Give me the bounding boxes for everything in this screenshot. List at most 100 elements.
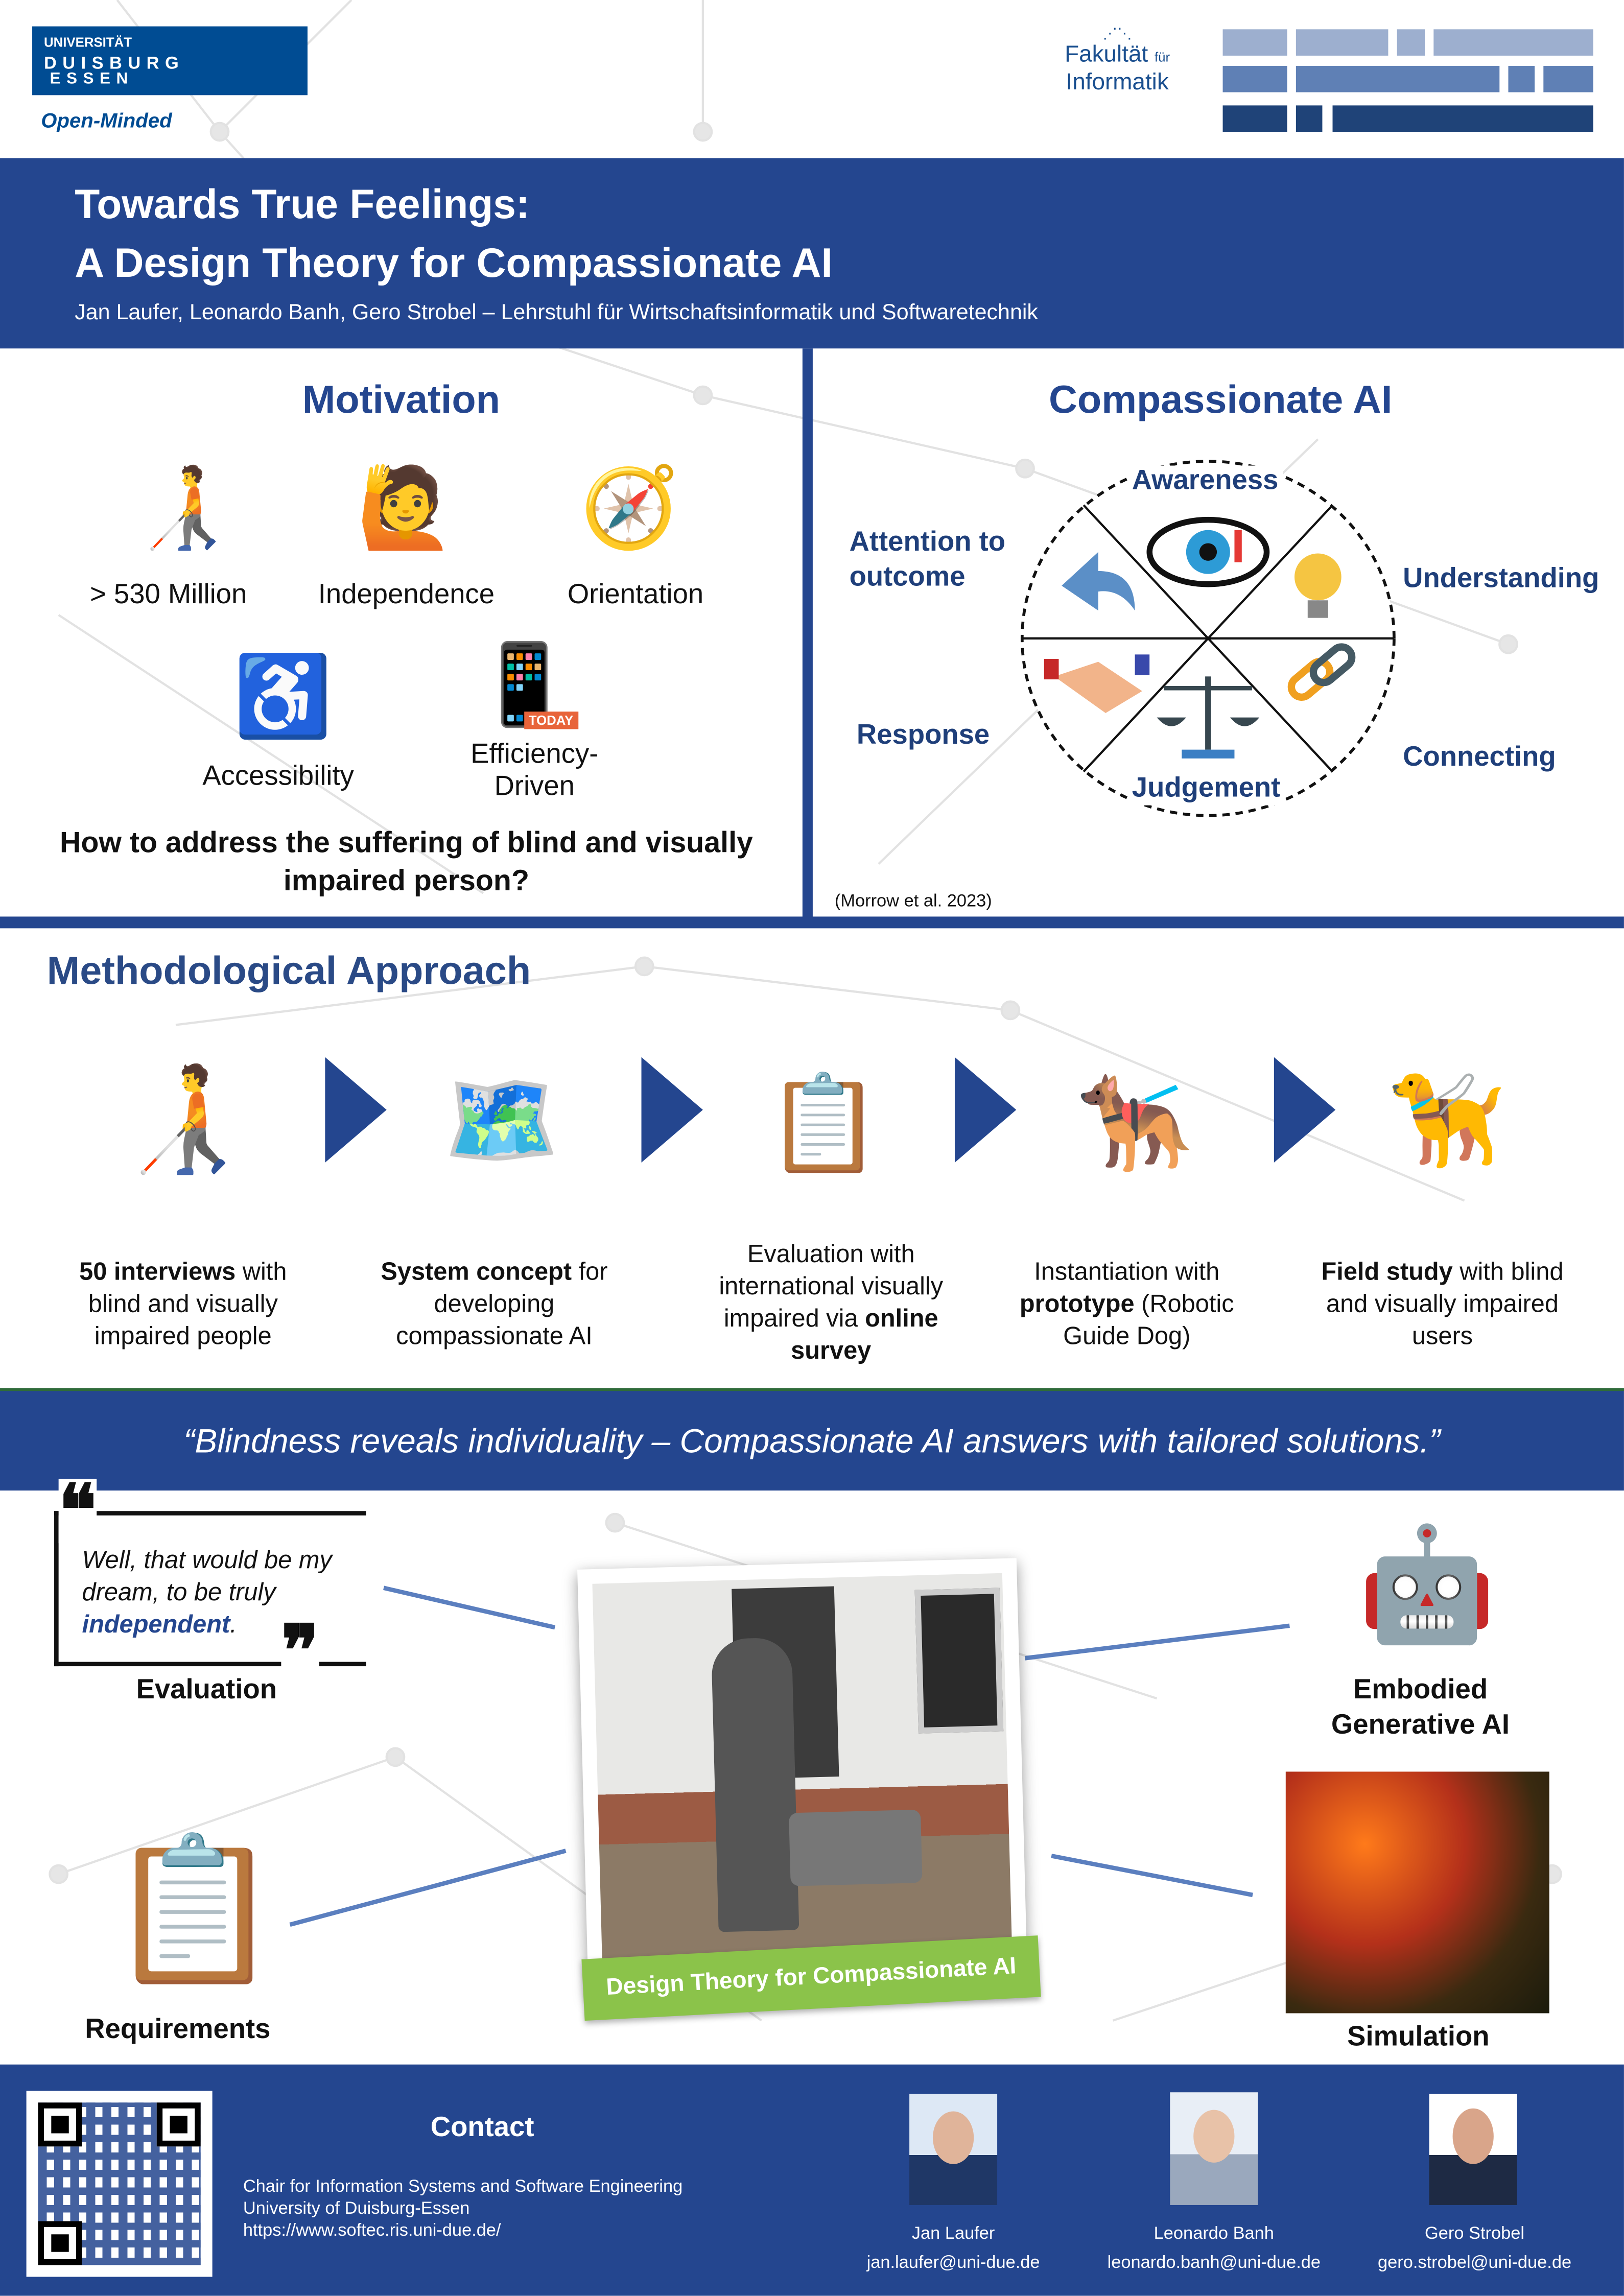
segment-connecting: Connecting: [1403, 742, 1556, 773]
motivation-item: Orientation: [567, 580, 704, 611]
step-text: with blind and visually impaired users: [1326, 1258, 1564, 1350]
logo-tagline: Open-Minded: [41, 108, 172, 132]
person-card: Gero Strobel gero.strobel@uni-due.de: [1356, 2218, 1593, 2277]
contact-details: Chair for Information Systems and Softwa…: [243, 2176, 682, 2242]
title-line2: A Design Theory for Compassionate AI: [75, 240, 833, 286]
person-card: Leonardo Banh leonardo.banh@uni-due.de: [1090, 2218, 1338, 2277]
simulation-image: [1285, 1771, 1549, 2014]
quote-banner: “Blindness reveals individuality – Compa…: [0, 1388, 1624, 1491]
quote-emphasis: independent: [82, 1611, 230, 1639]
step-arrow: [325, 1057, 387, 1163]
compassionate-heading: Compassionate AI: [1049, 377, 1393, 422]
method-step-3: Evaluation with international visually i…: [710, 1239, 952, 1367]
faculty-line1: Fakultät: [1065, 42, 1148, 67]
person-card: Jan Laufer jan.laufer@uni-due.de: [836, 2218, 1071, 2277]
person-email[interactable]: leonardo.banh@uni-due.de: [1107, 2252, 1321, 2273]
method-step-5: Field study with blind and visually impa…: [1318, 1256, 1567, 1353]
chain-link-icon: [1287, 643, 1356, 701]
motivation-heading: Motivation: [302, 377, 500, 422]
step-bold: 50 interviews: [79, 1258, 236, 1286]
requirements-label: Requirements: [85, 2015, 271, 2046]
logo-line1: UNIVERSITÄT: [43, 35, 132, 50]
avatar-gero-strobel: [1429, 2094, 1517, 2205]
footer: Contact Chair for Information Systems an…: [0, 2064, 1624, 2296]
motivation-item: Accessibility: [202, 761, 354, 792]
step-text: with blind and visually impaired people: [88, 1258, 287, 1350]
motivation-item: Efficiency-Driven: [470, 739, 599, 802]
step-text: (Robotic Guide Dog): [1063, 1290, 1234, 1350]
compassion-wheel: [1020, 460, 1396, 817]
requirements-clipboard-icon: 📋: [106, 1831, 282, 1989]
method-step-2: System concept for developing compassion…: [359, 1256, 629, 1353]
chair-logo-bars: [1222, 29, 1593, 132]
authors: Jan Laufer, Leonardo Banh, Gero Strobel …: [75, 300, 1038, 325]
today-badge: TODAY: [524, 712, 578, 729]
accessibility-icon: ♿: [233, 652, 332, 741]
contact-heading: Contact: [430, 2113, 534, 2144]
person-name: Leonardo Banh: [1154, 2222, 1274, 2243]
segment-understanding: Understanding: [1403, 563, 1599, 595]
blind-with-robot-dog-icon: 🦮: [1388, 1067, 1505, 1172]
segment-response: Response: [856, 720, 990, 751]
step-bold: Field study: [1321, 1258, 1453, 1286]
step-text: for developing compassionate AI: [396, 1258, 608, 1350]
motivation-item: > 530 Million: [89, 580, 247, 611]
robot-and-person-icon: 🤖: [1357, 1523, 1497, 1647]
step-text: Evaluation with international visually i…: [719, 1240, 944, 1333]
university-name: University of Duisburg-Essen: [243, 2197, 470, 2218]
avatar-leonardo-banh: [1170, 2092, 1258, 2205]
vertical-divider: [802, 348, 813, 920]
method-step-1: 50 interviews with blind and visually im…: [51, 1256, 315, 1353]
step-bold: System concept: [381, 1258, 572, 1286]
close-quote-icon: ❞: [281, 1611, 319, 1693]
horizontal-divider: [0, 916, 1624, 929]
interview-icon: 🧑‍🦯: [119, 1061, 247, 1176]
segment-awareness: Awareness: [1127, 465, 1283, 498]
website-link[interactable]: https://www.softec.ris.uni-due.de/: [243, 2219, 501, 2240]
eye-icon: [1146, 516, 1270, 587]
citation: (Morrow et al. 2023): [834, 890, 992, 911]
compass-person-icon: 🧭: [580, 464, 679, 552]
lightbulb-icon: [1294, 553, 1341, 618]
university-logo: UNIVERSITÄT DUISBURG ESSEN: [32, 26, 308, 96]
photo-image: [592, 1573, 1013, 1968]
handshake-icon: [1044, 654, 1150, 713]
person-name: Gero Strobel: [1425, 2222, 1525, 2243]
avatar-jan-laufer: [909, 2094, 998, 2205]
logo-line2: DUISBURG: [43, 53, 185, 74]
blind-person-icon: 🧑‍🦯: [133, 464, 232, 552]
scales-icon: [1157, 676, 1260, 759]
chair-name: Chair for Information Systems and Softwa…: [243, 2175, 683, 2196]
qr-code[interactable]: [26, 2091, 213, 2277]
quote-end: .: [230, 1611, 237, 1639]
method-heading: Methodological Approach: [46, 949, 531, 993]
blueprint-icon: 🗺️: [443, 1067, 560, 1172]
network-icon: ⋰⋱: [1102, 26, 1132, 43]
field-study-photo: [577, 1558, 1028, 1997]
title-line1: Towards True Feelings:: [75, 181, 530, 227]
person-email[interactable]: jan.laufer@uni-due.de: [866, 2252, 1040, 2273]
evaluation-label: Evaluation: [136, 1675, 277, 1706]
user-quote: Well, that would be my dream, to be trul…: [82, 1545, 361, 1641]
step-bold: prototype: [1019, 1290, 1135, 1318]
segment-attention-to-outcome: Attention to outcome: [849, 527, 1006, 593]
step-text: Instantiation with: [1034, 1258, 1220, 1286]
robot-dog-icon: 🐕‍🦺: [1076, 1069, 1193, 1175]
step-bold: online survey: [791, 1305, 938, 1365]
survey-icon: 📋: [765, 1070, 882, 1176]
reply-arrow-icon: [1062, 552, 1135, 611]
open-quote-icon: ❝: [58, 1470, 97, 1552]
logo-line3: ESSEN: [50, 70, 134, 88]
faculty-logo: ⋰⋱ Fakultät für Informatik: [1051, 27, 1183, 132]
person-email[interactable]: gero.strobel@uni-due.de: [1377, 2252, 1572, 2273]
motivation-item: Independence: [318, 580, 495, 611]
method-step-4: Instantiation with prototype (Robotic Gu…: [999, 1256, 1255, 1353]
title-banner: Towards True Feelings: A Design Theory f…: [0, 158, 1624, 349]
step-arrow: [1274, 1057, 1336, 1163]
person-flag-icon: 🙋: [356, 464, 455, 552]
quote-text: Well, that would be my dream, to be trul…: [82, 1546, 332, 1606]
person-name: Jan Laufer: [911, 2222, 995, 2243]
faculty-small: für: [1155, 50, 1170, 65]
step-arrow: [954, 1057, 1017, 1163]
